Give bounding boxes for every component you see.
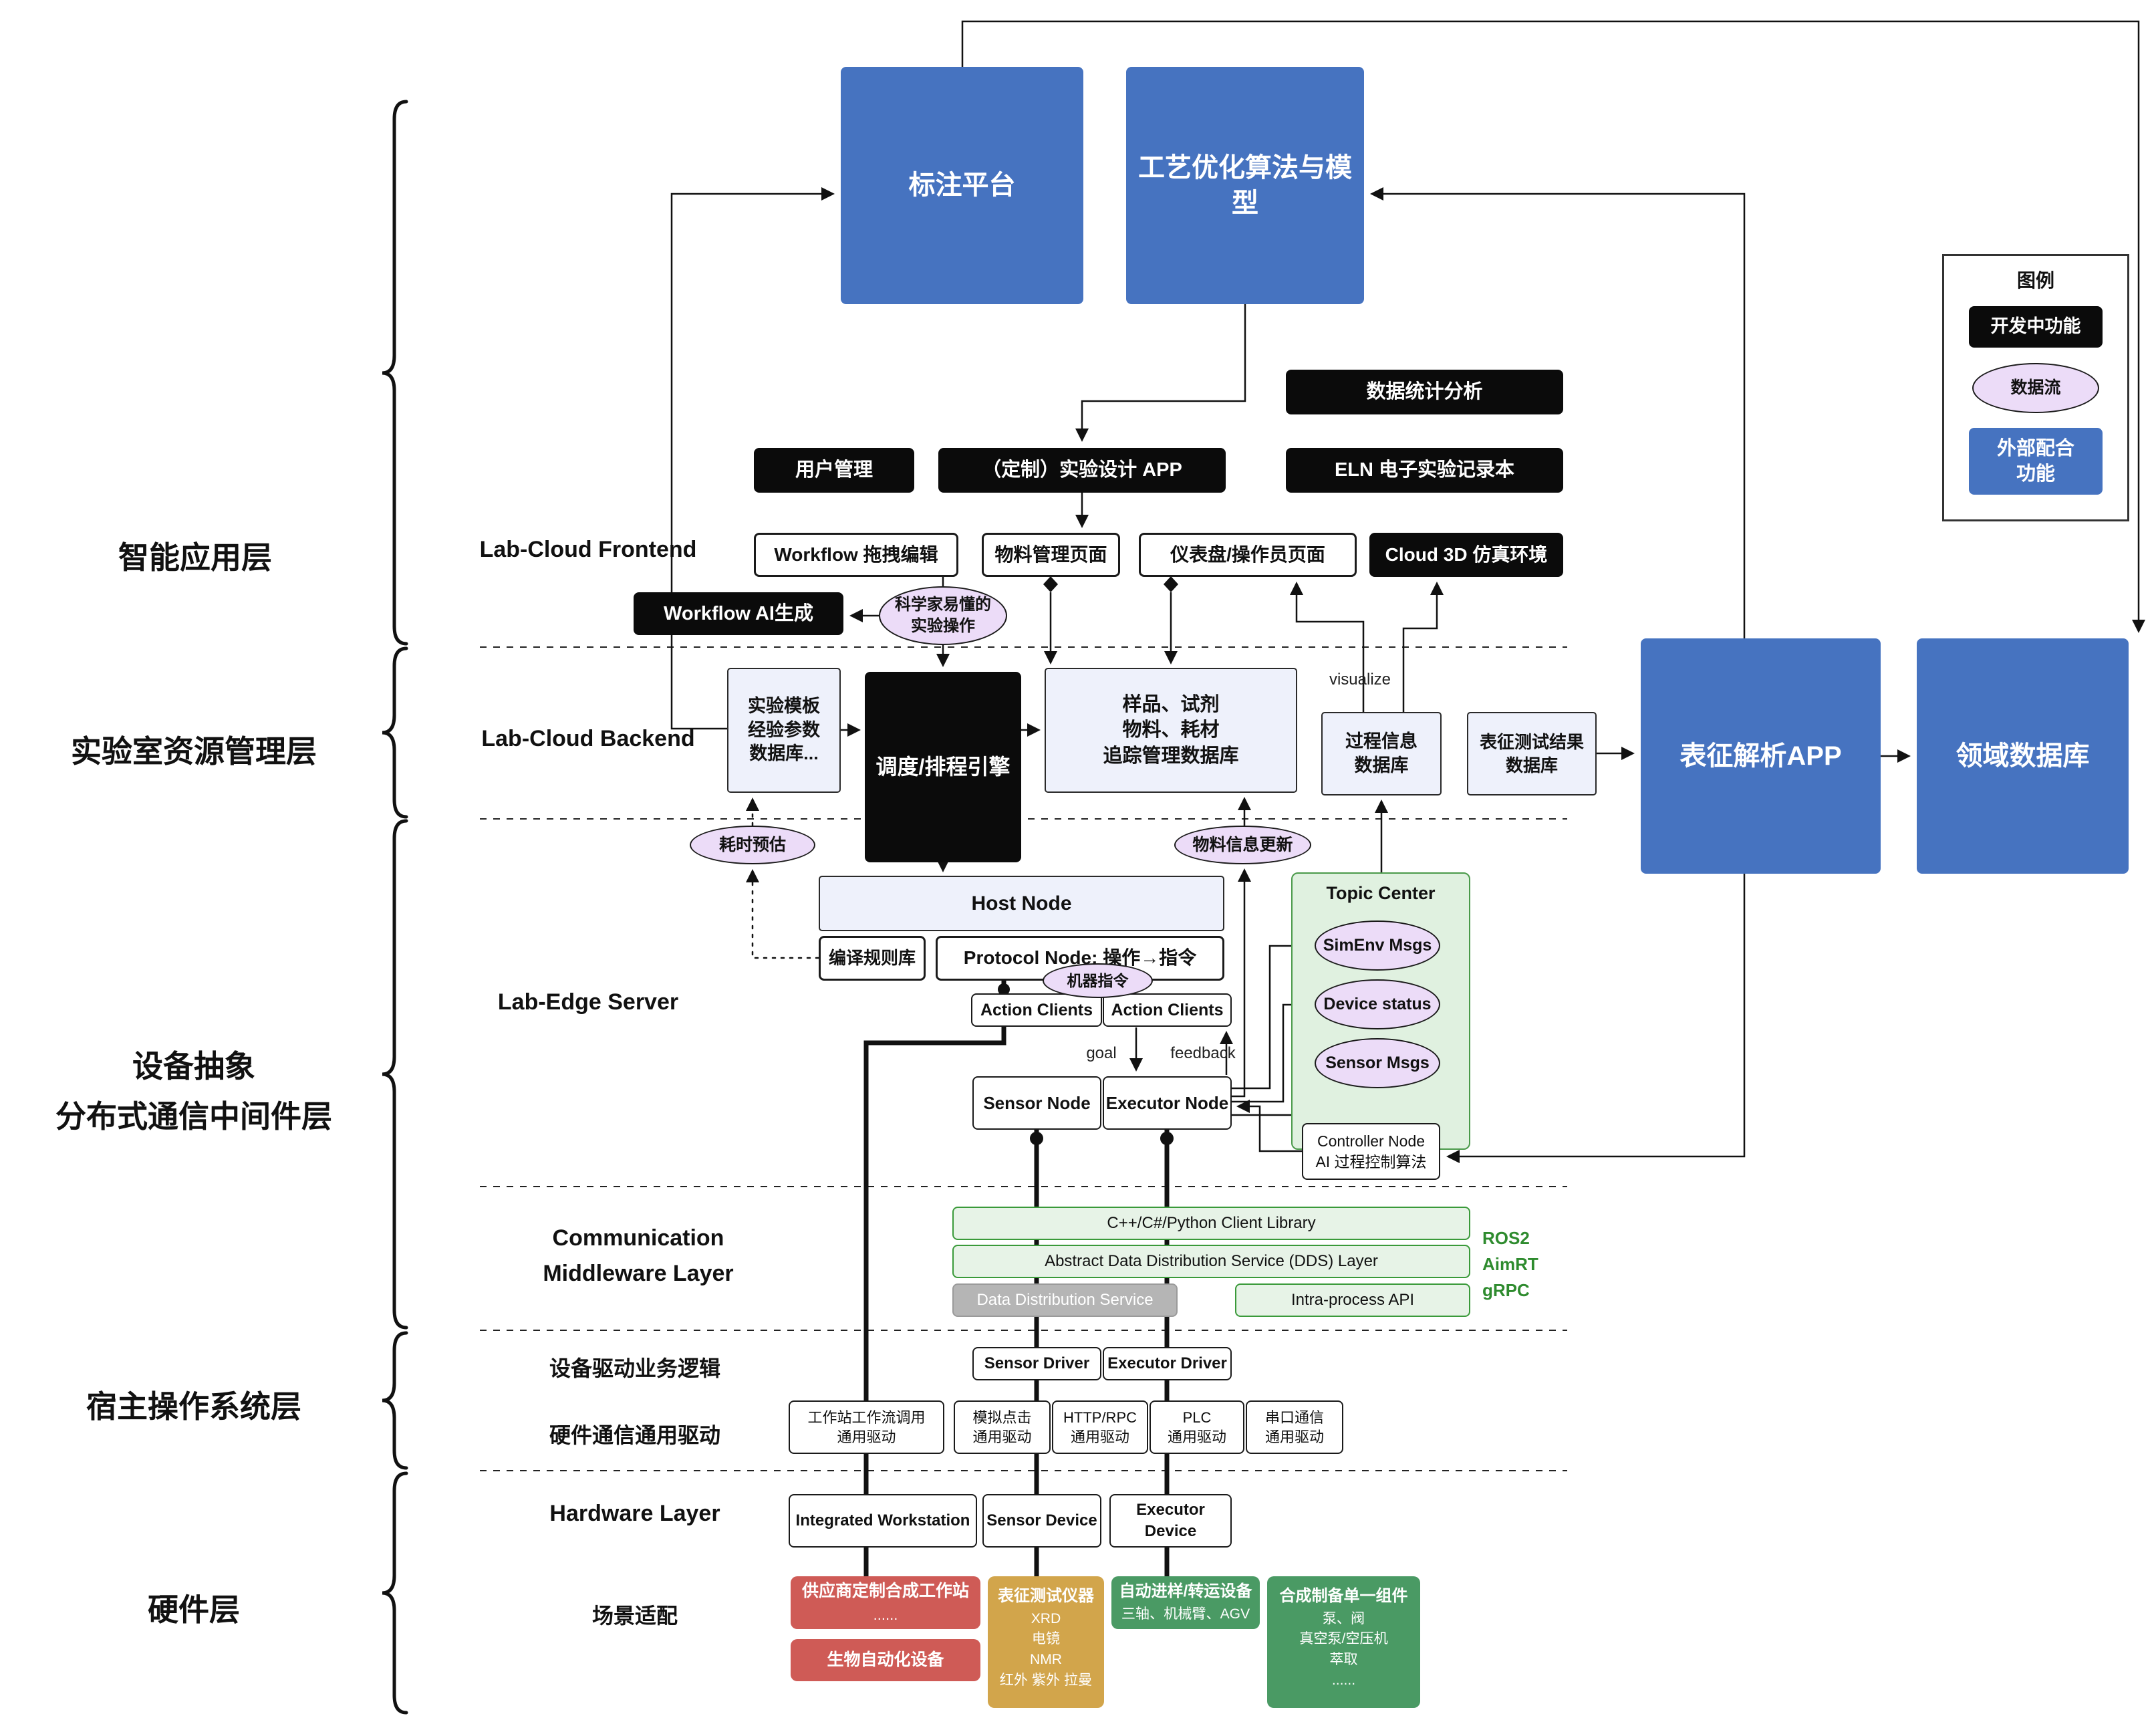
layer-label-host-os: 宿主操作系统层 xyxy=(86,1389,301,1424)
executor-device-box: Executor Device xyxy=(1109,1494,1232,1548)
data-statistics-box: 数据统计分析 xyxy=(1286,370,1563,414)
scheduler-box: 调度/排程引擎 xyxy=(865,672,1021,862)
dds-box: Data Distribution Service xyxy=(952,1283,1178,1317)
material-update-ellipse: 物料信息更新 xyxy=(1174,826,1311,864)
junction-dots xyxy=(998,576,1178,1145)
synthesis-body: 泵、阀 真空泵/空压机 萃取 ...... xyxy=(1299,1610,1388,1688)
eln-box: ELN 电子实验记录本 xyxy=(1286,448,1563,493)
section-label-backend: Lab-Cloud Backend xyxy=(481,726,695,751)
process-db-box: 过程信息 数据库 xyxy=(1321,712,1442,795)
template-db-box: 实验模板 经验参数 数据库... xyxy=(727,668,841,793)
sample-db-box: 样品、试剂 物料、耗材 追踪管理数据库 xyxy=(1045,668,1297,793)
serial-driver-box: 串口通信 通用驱动 xyxy=(1246,1400,1343,1454)
characterization-instrument-box: 表征测试仪器 XRD 电镜 NMR 红外 紫外 拉曼 xyxy=(988,1576,1104,1708)
integrated-workstation-box: Integrated Workstation xyxy=(789,1494,977,1548)
layer-label-intelligent-app: 智能应用层 xyxy=(118,540,272,575)
client-library-box: C++/C#/Python Client Library xyxy=(952,1207,1470,1240)
transfer-title: 自动进样/转运设备 xyxy=(1119,1582,1252,1600)
sci-ops-ellipse: 科学家易懂的 实验操作 xyxy=(879,586,1007,645)
host-node-box: Host Node xyxy=(819,876,1224,931)
http-driver-box: HTTP/RPC 通用驱动 xyxy=(1052,1400,1148,1454)
action-clients-right-box: Action Clients xyxy=(1103,993,1232,1027)
controller-node-box: Controller Node AI 过程控制算法 xyxy=(1302,1123,1440,1180)
bio-automation-box: 生物自动化设备 xyxy=(791,1639,980,1681)
charact-app-box: 表征解析APP xyxy=(1641,638,1881,874)
layer-braces xyxy=(382,100,408,1715)
feedback-label: feedback xyxy=(1170,1044,1236,1062)
sensor-driver-box: Sensor Driver xyxy=(972,1347,1101,1380)
legend-title: 图例 xyxy=(2016,270,2054,291)
layer-label-device-abstraction: 设备抽象 分布式通信中间件层 xyxy=(55,1049,332,1134)
workflow-ai-box: Workflow AI生成 xyxy=(634,592,843,635)
sensor-node-box: Sensor Node xyxy=(972,1076,1101,1130)
synthesis-title: 合成制备单一组件 xyxy=(1279,1587,1408,1605)
vendor-workstation-title: 供应商定制合成工作站 xyxy=(801,1581,969,1600)
dds-abstract-box: Abstract Data Distribution Service (DDS)… xyxy=(952,1245,1470,1278)
workstation-driver-box: 工作站工作流调用 通用驱动 xyxy=(789,1400,944,1454)
sensor-msgs-ellipse: Sensor Msgs xyxy=(1315,1038,1440,1088)
layer-label-lab-resource: 实验室资源管理层 xyxy=(71,734,317,769)
vendor-workstation-box: 供应商定制合成工作站 ...... xyxy=(791,1576,980,1629)
section-label-driver-logic: 设备驱动业务逻辑 xyxy=(549,1356,720,1380)
legend-item-external: 外部配合 功能 xyxy=(1969,428,2103,495)
custom-exp-app-box: （定制）实验设计 APP xyxy=(938,448,1226,493)
section-label-frontend: Lab-Cloud Frontend xyxy=(479,537,697,562)
charact-db-box: 表征测试结果 数据库 xyxy=(1467,712,1597,795)
dotted-estimate-links xyxy=(746,797,820,959)
executor-driver-box: Executor Driver xyxy=(1103,1347,1232,1380)
sensor-device-box: Sensor Device xyxy=(982,1494,1101,1548)
domain-db-box: 领域数据库 xyxy=(1917,638,2129,874)
plc-driver-box: PLC 通用驱动 xyxy=(1150,1400,1244,1454)
transfer-body: 三轴、机械臂、AGV xyxy=(1121,1606,1250,1622)
rule-lib-box: 编译规则库 xyxy=(819,936,926,981)
legend-item-data-flow: 数据流 xyxy=(1972,363,2099,413)
time-estimate-ellipse: 耗时预估 xyxy=(690,826,815,864)
workflow-edit-box: Workflow 拖拽编辑 xyxy=(754,533,958,577)
goal-label: goal xyxy=(1086,1044,1117,1062)
section-label-hardware-layer: Hardware Layer xyxy=(549,1501,720,1526)
vendor-workstation-body: ...... xyxy=(873,1606,898,1623)
characterization-title: 表征测试仪器 xyxy=(998,1587,1094,1605)
section-label-scenario: 场景适配 xyxy=(591,1604,678,1628)
machine-cmd-ellipse: 机器指令 xyxy=(1043,963,1153,998)
material-page-box: 物料管理页面 xyxy=(982,533,1120,577)
device-bus-lines xyxy=(863,981,1170,1576)
user-management-box: 用户管理 xyxy=(754,448,914,493)
action-clients-left-box: Action Clients xyxy=(971,993,1102,1027)
legend-item-in-dev: 开发中功能 xyxy=(1969,306,2103,348)
device-status-ellipse: Device status xyxy=(1315,979,1440,1029)
characterization-body: XRD 电镜 NMR 红外 紫外 拉曼 xyxy=(999,1610,1093,1688)
cloud-3d-box: Cloud 3D 仿真环境 xyxy=(1369,533,1563,577)
layer-label-hardware: 硬件层 xyxy=(148,1592,240,1627)
click-driver-box: 模拟点击 通用驱动 xyxy=(954,1400,1051,1454)
section-label-comm-middleware: Communication Middleware Layer xyxy=(543,1225,734,1286)
transfer-equipment-box: 自动进样/转运设备 三轴、机械臂、AGV xyxy=(1111,1576,1260,1629)
section-label-edge-server: Lab-Edge Server xyxy=(497,989,679,1015)
annotation-platform-box: 标注平台 xyxy=(841,67,1083,304)
middleware-stack-label: ROS2 AimRT gRPC xyxy=(1482,1228,1538,1300)
executor-node-box: Executor Node xyxy=(1103,1076,1232,1130)
intra-process-api-box: Intra-process API xyxy=(1235,1283,1470,1317)
dashboard-page-box: 仪表盘/操作员页面 xyxy=(1139,533,1357,577)
simenv-msgs-ellipse: SimEnv Msgs xyxy=(1315,920,1440,971)
process-optimization-box: 工艺优化算法与模型 xyxy=(1126,67,1364,304)
synthesis-component-box: 合成制备单一组件 泵、阀 真空泵/空压机 萃取 ...... xyxy=(1267,1576,1420,1708)
section-label-hw-comm-driver: 硬件通信通用驱动 xyxy=(549,1423,720,1447)
visualize-label: visualize xyxy=(1329,670,1391,689)
